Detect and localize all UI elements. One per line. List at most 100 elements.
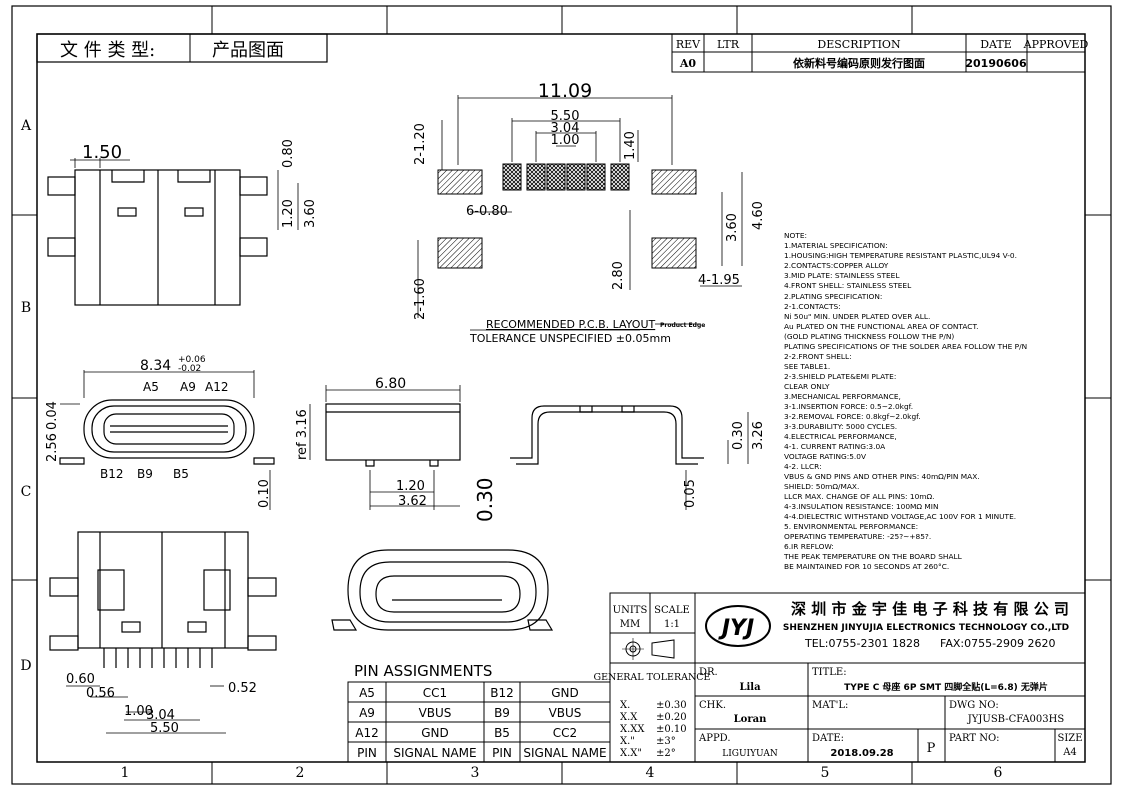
appd-value: LIGUIYUAN xyxy=(722,749,778,759)
bottom-view xyxy=(49,531,277,734)
row-label-b: B xyxy=(21,300,31,316)
date-label: DATE: xyxy=(812,733,844,744)
note-line: 1.HOUSING:HIGH TEMPERATURE RESISTANT PLA… xyxy=(784,251,1017,260)
note-line: 3-2.REMOVAL FORCE: 0.8kgf~2.0kgf. xyxy=(784,412,921,421)
note-line: PLATING SPECIFICATIONS OF THE SOLDER ARE… xyxy=(784,342,1027,351)
pin-cell: B12 xyxy=(490,686,514,700)
front-pin-a5: A5 xyxy=(143,380,159,394)
units-label: UNITS xyxy=(613,605,648,616)
units-value: MM xyxy=(620,619,640,630)
col-label-1: 1 xyxy=(121,765,130,781)
pin-cell: SIGNAL NAME xyxy=(393,746,476,760)
pin-cell: CC2 xyxy=(553,726,577,740)
pin-cell: SIGNAL NAME xyxy=(523,746,606,760)
row-label-c: C xyxy=(21,484,32,500)
front-h-c: 0.10 xyxy=(257,479,272,508)
dwg-label: DWG NO: xyxy=(949,700,999,711)
note-line: 4.ELECTRICAL PERFORMANCE, xyxy=(784,432,897,441)
pcb-title: RECOMMENDED P.C.B. LAYOUT xyxy=(486,318,655,331)
pcb-pad-lower xyxy=(651,237,697,269)
pin-cell: A9 xyxy=(359,706,375,720)
front-pin-b12: B12 xyxy=(100,467,124,481)
note-line: THE PEAK TEMPERATURE ON THE BOARD SHALL xyxy=(783,552,963,561)
side-ref: ref 3.16 xyxy=(295,409,310,460)
note-line: 6.IR REFLOW: xyxy=(784,542,834,551)
note-line: 2.CONTACTS:COPPER ALLOY xyxy=(784,261,889,270)
appd-label: APPD. xyxy=(698,733,731,744)
bottom-d1: 0.60 xyxy=(66,672,95,687)
col-label-6: 6 xyxy=(994,765,1003,781)
note-line: 2-2.FRONT SHELL: xyxy=(784,352,852,361)
zone-ticks xyxy=(12,6,1111,784)
profile-h2: 3.26 xyxy=(751,421,766,450)
front-pin-b5: B5 xyxy=(173,467,189,481)
profile-h1: 0.30 xyxy=(731,421,746,450)
date-value: 2018.09.28 xyxy=(830,748,893,759)
pcb-lower-height: 2-1.60 xyxy=(413,278,428,320)
note-line: Au PLATED ON THE FUNCTIONAL AREA OF CONT… xyxy=(784,322,978,331)
tol-label: X.XX xyxy=(620,724,645,735)
approved-header: APPROVED xyxy=(1023,38,1089,51)
pin-cell: GND xyxy=(421,726,449,740)
logo-text: JYJ xyxy=(718,616,754,641)
pcb-pad-side xyxy=(437,169,483,195)
pcb-signal-pad xyxy=(610,163,630,191)
col-label-4: 4 xyxy=(646,765,655,781)
zone-labels: 1 2 3 4 5 6 A B C D xyxy=(20,118,1003,781)
pcb-signal-pad xyxy=(566,163,586,191)
pcb-signal-pad xyxy=(586,163,606,191)
front-tol-down: -0.02 xyxy=(178,364,201,374)
pcb-layout xyxy=(417,95,743,331)
pin-cell: B5 xyxy=(494,726,510,740)
note-line: 3.MID PLATE: STAINLESS STEEL xyxy=(784,271,900,280)
pcb-v1: 3.60 xyxy=(725,213,740,242)
pin-table-title: PIN ASSIGNMENTS xyxy=(354,662,492,680)
description-header: DESCRIPTION xyxy=(817,38,901,51)
company-cn: 深 圳 市 金 宇 佳 电 子 科 技 有 限 公 司 xyxy=(791,600,1069,618)
front-h-b: 2.56 xyxy=(45,433,60,462)
note-line: NOTE: xyxy=(784,231,807,240)
note-line: (GOLD PLATING THICKNESS FOLLOW THE P/N) xyxy=(784,332,954,341)
note-line: 5. ENVIRONMENTAL PERFORMANCE: xyxy=(784,522,918,531)
side-d3: 0.30 xyxy=(473,477,497,522)
scale-value: 1:1 xyxy=(664,619,680,630)
general-tolerance: GENERAL TOLERANCE xyxy=(593,672,710,683)
top-h3-dim: 3.60 xyxy=(303,199,318,228)
size-value: A4 xyxy=(1062,747,1077,758)
note-line: 4-4.DIELECTRIC WITHSTAND VOLTAGE,AC 100V… xyxy=(784,512,1016,521)
note-line: SHIELD: 50mΩ/MAX. xyxy=(784,482,859,491)
top-width-dim: 1.50 xyxy=(82,142,122,163)
note-line: SEE TABLE1. xyxy=(784,362,830,371)
pin-cell: VBUS xyxy=(419,706,452,720)
rev-value: A0 xyxy=(679,57,697,70)
col-label-3: 3 xyxy=(471,765,480,781)
pcb-pad-lower xyxy=(437,237,483,269)
pcb-v3: 2.80 xyxy=(611,261,626,290)
pin-cell: VBUS xyxy=(549,706,582,720)
note-line: 3.MECHANICAL PERFORMANCE, xyxy=(784,392,901,401)
date-value: 20190606 xyxy=(965,57,1027,70)
top-h1-dim: 0.80 xyxy=(281,139,296,168)
title-block xyxy=(609,592,1086,763)
material-label: MAT'L: xyxy=(812,700,848,711)
title-label: TITLE: xyxy=(812,667,847,678)
isometric-view xyxy=(331,549,554,631)
note-line: 3-1.INSERTION FORCE: 0.5~2.0kgf. xyxy=(784,402,913,411)
bottom-d5: 3.04 xyxy=(146,708,175,723)
note-line: 4-2. LLCR: xyxy=(784,462,822,471)
pin-cell: A12 xyxy=(355,726,378,740)
company-tel: TEL:0755-2301 1828 xyxy=(804,637,920,650)
scale-label: SCALE xyxy=(654,605,690,616)
date-header: DATE xyxy=(980,38,1012,51)
side-view xyxy=(309,385,461,510)
front-pin-b9: B9 xyxy=(137,467,153,481)
bottom-d2: 0.56 xyxy=(86,686,115,701)
side-d2: 3.62 xyxy=(398,494,427,509)
note-line: 3-3.DURABILITY: 5000 CYCLES. xyxy=(784,422,897,431)
title-value: TYPE C 母座 6P SMT 四脚全贴(L=6.8) 无弹片 xyxy=(844,681,1048,693)
pcb-tolerance: TOLERANCE UNSPECIFIED ±0.05mm xyxy=(469,332,671,345)
tol-label: X." xyxy=(620,736,635,747)
part-label: PART NO: xyxy=(949,733,1000,744)
pcb-total-width: 11.09 xyxy=(538,80,592,102)
